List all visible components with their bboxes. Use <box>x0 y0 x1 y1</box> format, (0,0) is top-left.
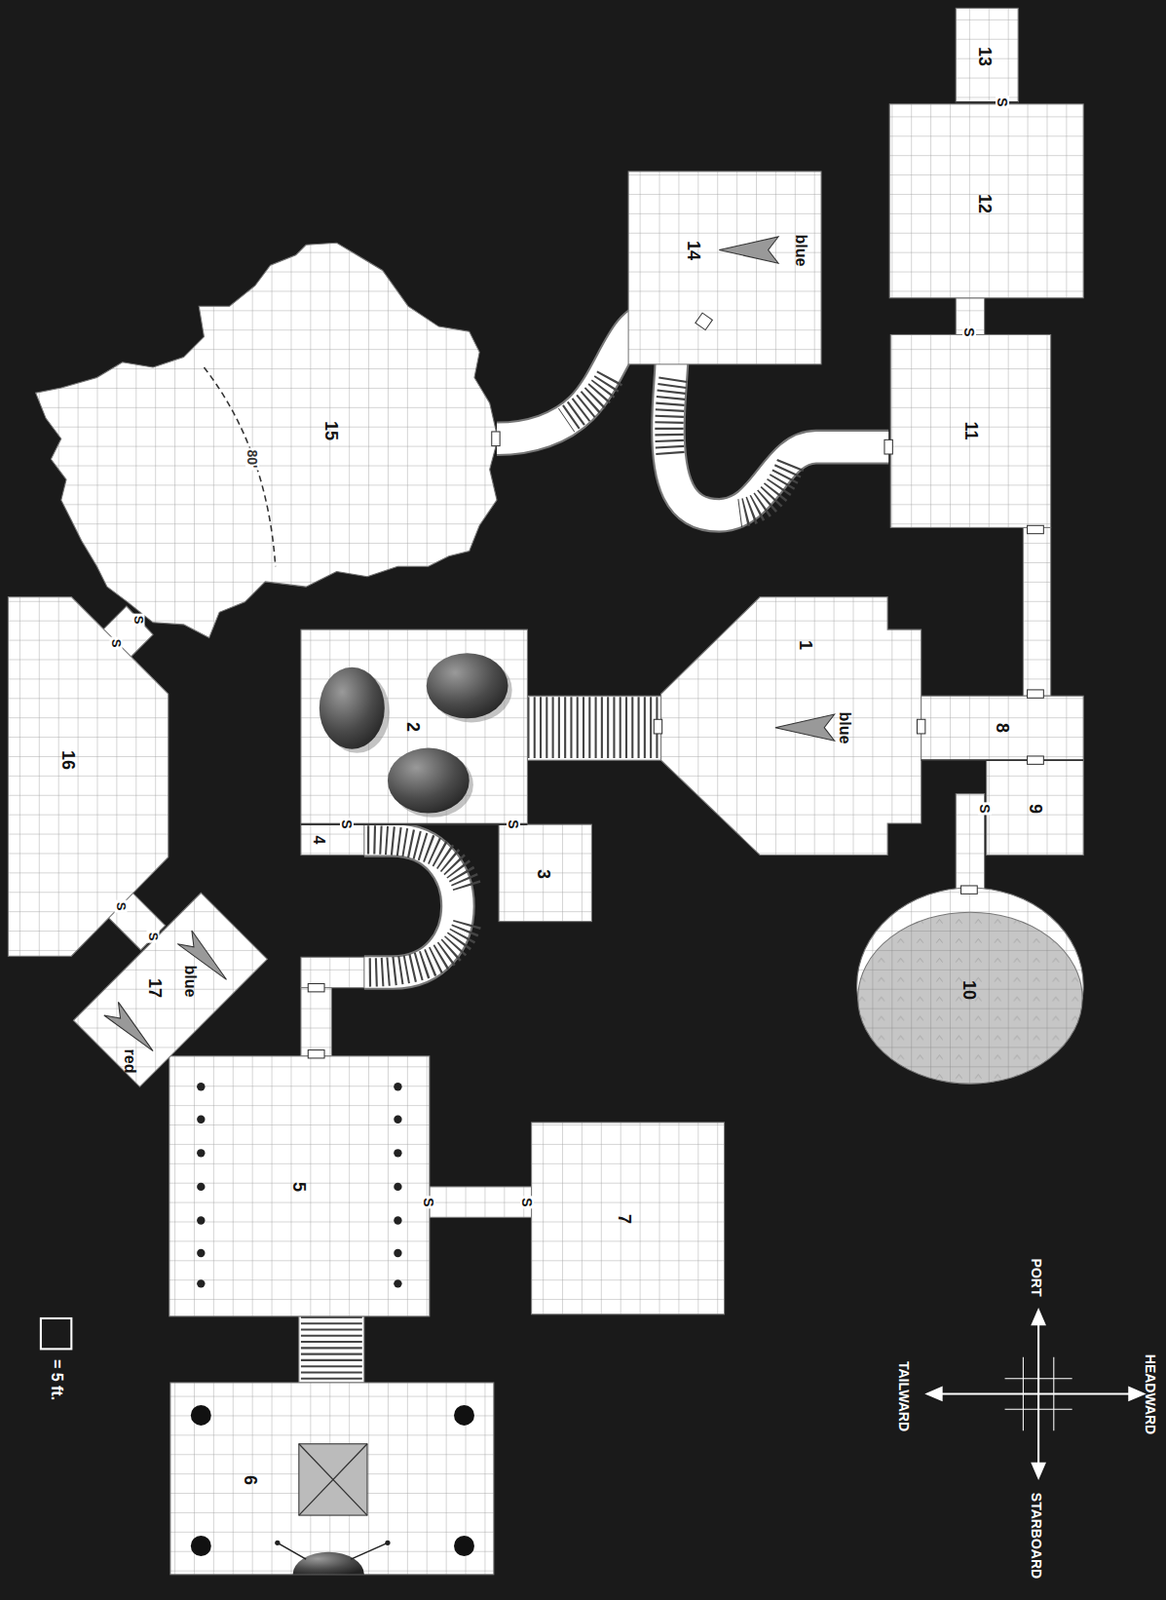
room-number: 16 <box>59 750 77 770</box>
secret-door: S <box>132 612 146 626</box>
room-area: 16 <box>7 597 168 957</box>
secret-door: S <box>113 900 127 913</box>
room-area: 1 blue <box>661 597 922 856</box>
room-number: 17 <box>146 977 164 998</box>
room-number: 7 <box>615 1213 634 1224</box>
room-area: 15 <box>36 239 500 638</box>
room-number: 10 <box>960 979 978 1000</box>
compass-label: HEADWARD <box>1143 1353 1158 1433</box>
marker-label: blue <box>836 711 853 744</box>
depth-label: 80' <box>245 448 260 471</box>
secret-door: S <box>977 802 992 816</box>
room-area: 17 blue red <box>76 892 266 1085</box>
room-area: 12 <box>889 104 1084 299</box>
room-area: 6 <box>170 1382 494 1575</box>
room-area: 5 <box>169 1055 430 1317</box>
marker-label: blue <box>792 233 809 266</box>
room-area: 4 <box>300 824 365 855</box>
room-number: 6 <box>241 1473 260 1484</box>
room-number: 11 <box>962 420 980 440</box>
room-area: 2 <box>300 629 527 824</box>
secret-door: S <box>339 818 354 831</box>
secret-door: S <box>995 95 1010 109</box>
room-number: 12 <box>976 193 994 214</box>
secret-door: S <box>962 326 977 339</box>
room-area: 13 <box>955 7 1018 102</box>
secret-door: S <box>110 636 123 649</box>
room-number: 13 <box>976 46 994 67</box>
secret-door: S <box>520 1195 534 1208</box>
room-area: 11 <box>890 334 1051 527</box>
room-area: 14 blue <box>628 171 822 365</box>
secret-door: S <box>421 1195 436 1208</box>
room-number: 5 <box>290 1181 308 1192</box>
compass-label: PORT <box>1029 1258 1044 1297</box>
room-number: 15 <box>322 420 340 441</box>
marker-label: blue <box>182 965 198 998</box>
compass-label: TAILWARD <box>897 1360 911 1431</box>
room-number: 2 <box>404 721 422 732</box>
room-area: 7 <box>531 1122 725 1315</box>
room-number: 9 <box>1026 803 1045 814</box>
room-number: 14 <box>684 240 703 261</box>
room-number: 4 <box>310 834 327 844</box>
room-number: 8 <box>993 722 1012 733</box>
room-area: 3 <box>498 824 592 921</box>
room-area: 10 <box>857 887 1084 1084</box>
room-area: 8 <box>921 695 1085 760</box>
secret-door: S <box>147 930 160 943</box>
compass-label: STARBOARD <box>1029 1492 1044 1579</box>
room-area: 9 <box>986 759 1084 855</box>
marker-label: red <box>121 1049 138 1074</box>
secret-door: S <box>506 818 521 831</box>
room-number: 1 <box>796 639 815 650</box>
room-number: 3 <box>534 868 553 879</box>
scale-legend: = 5 ft. <box>48 1358 65 1400</box>
